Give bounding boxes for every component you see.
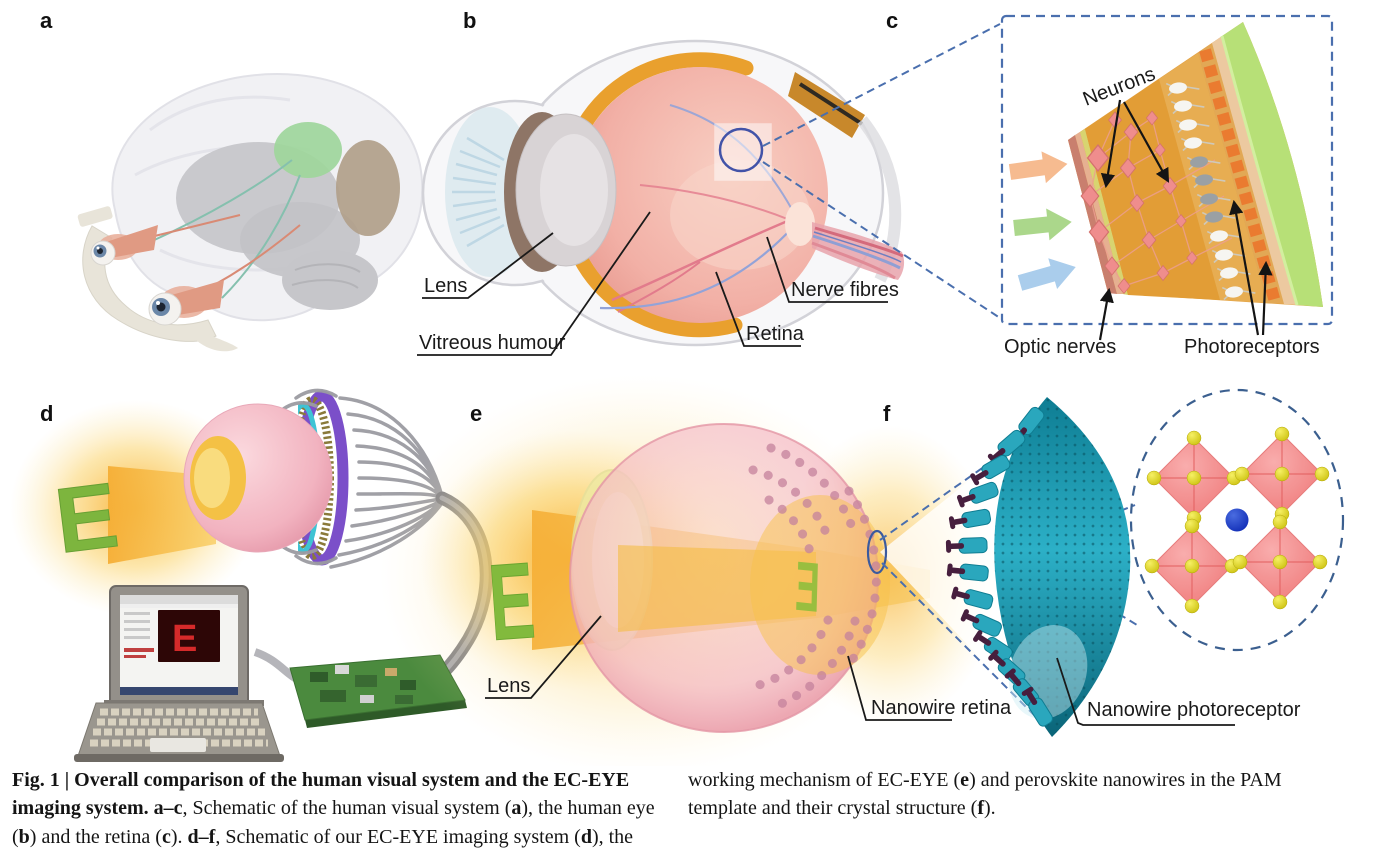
- svg-text:Retina: Retina: [746, 323, 805, 345]
- pigment-brick-column: [1199, 48, 1281, 304]
- lens-core: [540, 134, 608, 246]
- neurons-arrow: [1100, 99, 1122, 189]
- interior-glow: [750, 495, 890, 675]
- label-nanowire-retina: Nanowire retina: [847, 655, 1012, 721]
- svg-text:Nanowire retina: Nanowire retina: [871, 697, 1012, 719]
- panel-d-ec-eye-system: E E: [10, 388, 493, 762]
- caption-column-left: Fig. 1 | Overall comparison of the human…: [12, 769, 655, 848]
- panel-a-human-visual-system: [77, 73, 424, 352]
- panel-e-ec-eye-mechanism: E E Lens Nanowire retina: [380, 375, 1138, 766]
- eyeball-left: [90, 240, 116, 266]
- svg-text:Nerve fibres: Nerve fibres: [791, 279, 899, 301]
- interior-highlight: [670, 160, 810, 270]
- lens-glow-core: [194, 448, 230, 508]
- laptop-base: [74, 754, 284, 762]
- eye-holder: [82, 225, 217, 342]
- eyeball-right: [148, 292, 182, 326]
- touchpad: [150, 738, 206, 752]
- panel-letter-e: e: [470, 401, 482, 426]
- panel-c-retina-zoom: Neurons Optic nerves Photoreceptors: [1000, 14, 1334, 358]
- panel-b-labels: Lens Vitreous humour Nerve fibres Retina: [417, 211, 899, 356]
- label-lens: Lens: [485, 615, 602, 699]
- svg-text:Nanowire photoreceptor: Nanowire photoreceptor: [1087, 699, 1301, 721]
- label-optic-nerves: Optic nerves: [1004, 336, 1116, 358]
- eye-muscle-cone: [106, 225, 158, 258]
- svg-text:Lens: Lens: [424, 275, 467, 297]
- panel-letter-c: c: [886, 8, 898, 33]
- connector-b-to-c: [762, 23, 1001, 319]
- screen-letter-e: E: [172, 618, 197, 660]
- label-retina: Retina: [715, 271, 805, 347]
- nanowire-retina-shell: [945, 397, 1131, 737]
- nanowire-dot-arrays: [748, 443, 881, 713]
- projected-letter-e: E: [794, 547, 820, 627]
- panel-letter-f: f: [883, 401, 891, 426]
- caption-column-right: working mechanism of EC-EYE (e) and pero…: [688, 769, 1282, 820]
- optic-disc: [785, 202, 815, 246]
- label-lens: Lens: [422, 232, 554, 299]
- panel-f-nanowire-crystal: Nanowire photoreceptor: [945, 388, 1345, 737]
- optic-nerves-arrow: [1098, 287, 1114, 341]
- panel-letters: a b c d e f: [40, 8, 898, 426]
- label-vitreous-humour: Vitreous humour: [417, 211, 651, 356]
- stimulus-letter-e: E: [50, 464, 123, 573]
- iris-streaks: [452, 136, 505, 248]
- light-arrow-blue: [1015, 251, 1081, 299]
- photoreceptors-arrow: [1258, 260, 1273, 336]
- light-arrow-green: [1012, 206, 1074, 244]
- svg-text:Vitreous humour: Vitreous humour: [419, 332, 566, 354]
- label-nanowire-photoreceptor: Nanowire photoreceptor: [1056, 657, 1301, 726]
- crystal-dashed-circle: [1129, 388, 1345, 652]
- light-arrow-orange: [1007, 148, 1070, 188]
- keyboard-keys: [90, 708, 268, 747]
- eye-holder-hook: [196, 332, 238, 352]
- yellow-ions: [1144, 426, 1330, 614]
- retina-cross-section: [1068, 22, 1323, 307]
- zoom-target-circle: [718, 127, 764, 173]
- svg-text:Lens: Lens: [487, 675, 530, 697]
- panel-letter-d: d: [40, 401, 53, 426]
- stimulus-letter-e: E: [485, 541, 538, 664]
- eye-muscle-cone: [168, 280, 224, 316]
- screen-image-panel: [158, 610, 220, 662]
- photoreceptors-arrow: [1229, 199, 1260, 336]
- figure-caption: Fig. 1 | Overall comparison of the human…: [12, 766, 1378, 851]
- visual-thalamus-green-region: [274, 122, 342, 178]
- panel-letter-b: b: [463, 8, 476, 33]
- panel-letter-a: a: [40, 8, 53, 33]
- label-photoreceptors: Photoreceptors: [1184, 336, 1320, 358]
- eye-holder-tab: [77, 206, 113, 227]
- zoom-target-oval: [866, 529, 888, 575]
- figure-canvas: Lens Vitreous humour Nerve fibres Retina: [10, 8, 1345, 766]
- neurons-arrow: [1123, 101, 1170, 183]
- cerebellum-folds: [291, 263, 361, 289]
- visual-cortex-brown-region: [336, 140, 400, 236]
- blue-central-ion: [1225, 508, 1249, 532]
- cut-slit: [798, 82, 864, 126]
- nerve-fibre-bundle: [811, 222, 905, 280]
- panel-b-human-eye: [421, 39, 905, 347]
- laptop: E: [74, 585, 284, 762]
- perovskite-crystal-structure: [1144, 426, 1330, 614]
- label-nerve-fibres: Nerve fibres: [766, 236, 899, 303]
- zoom-dashed-box: [1000, 14, 1334, 326]
